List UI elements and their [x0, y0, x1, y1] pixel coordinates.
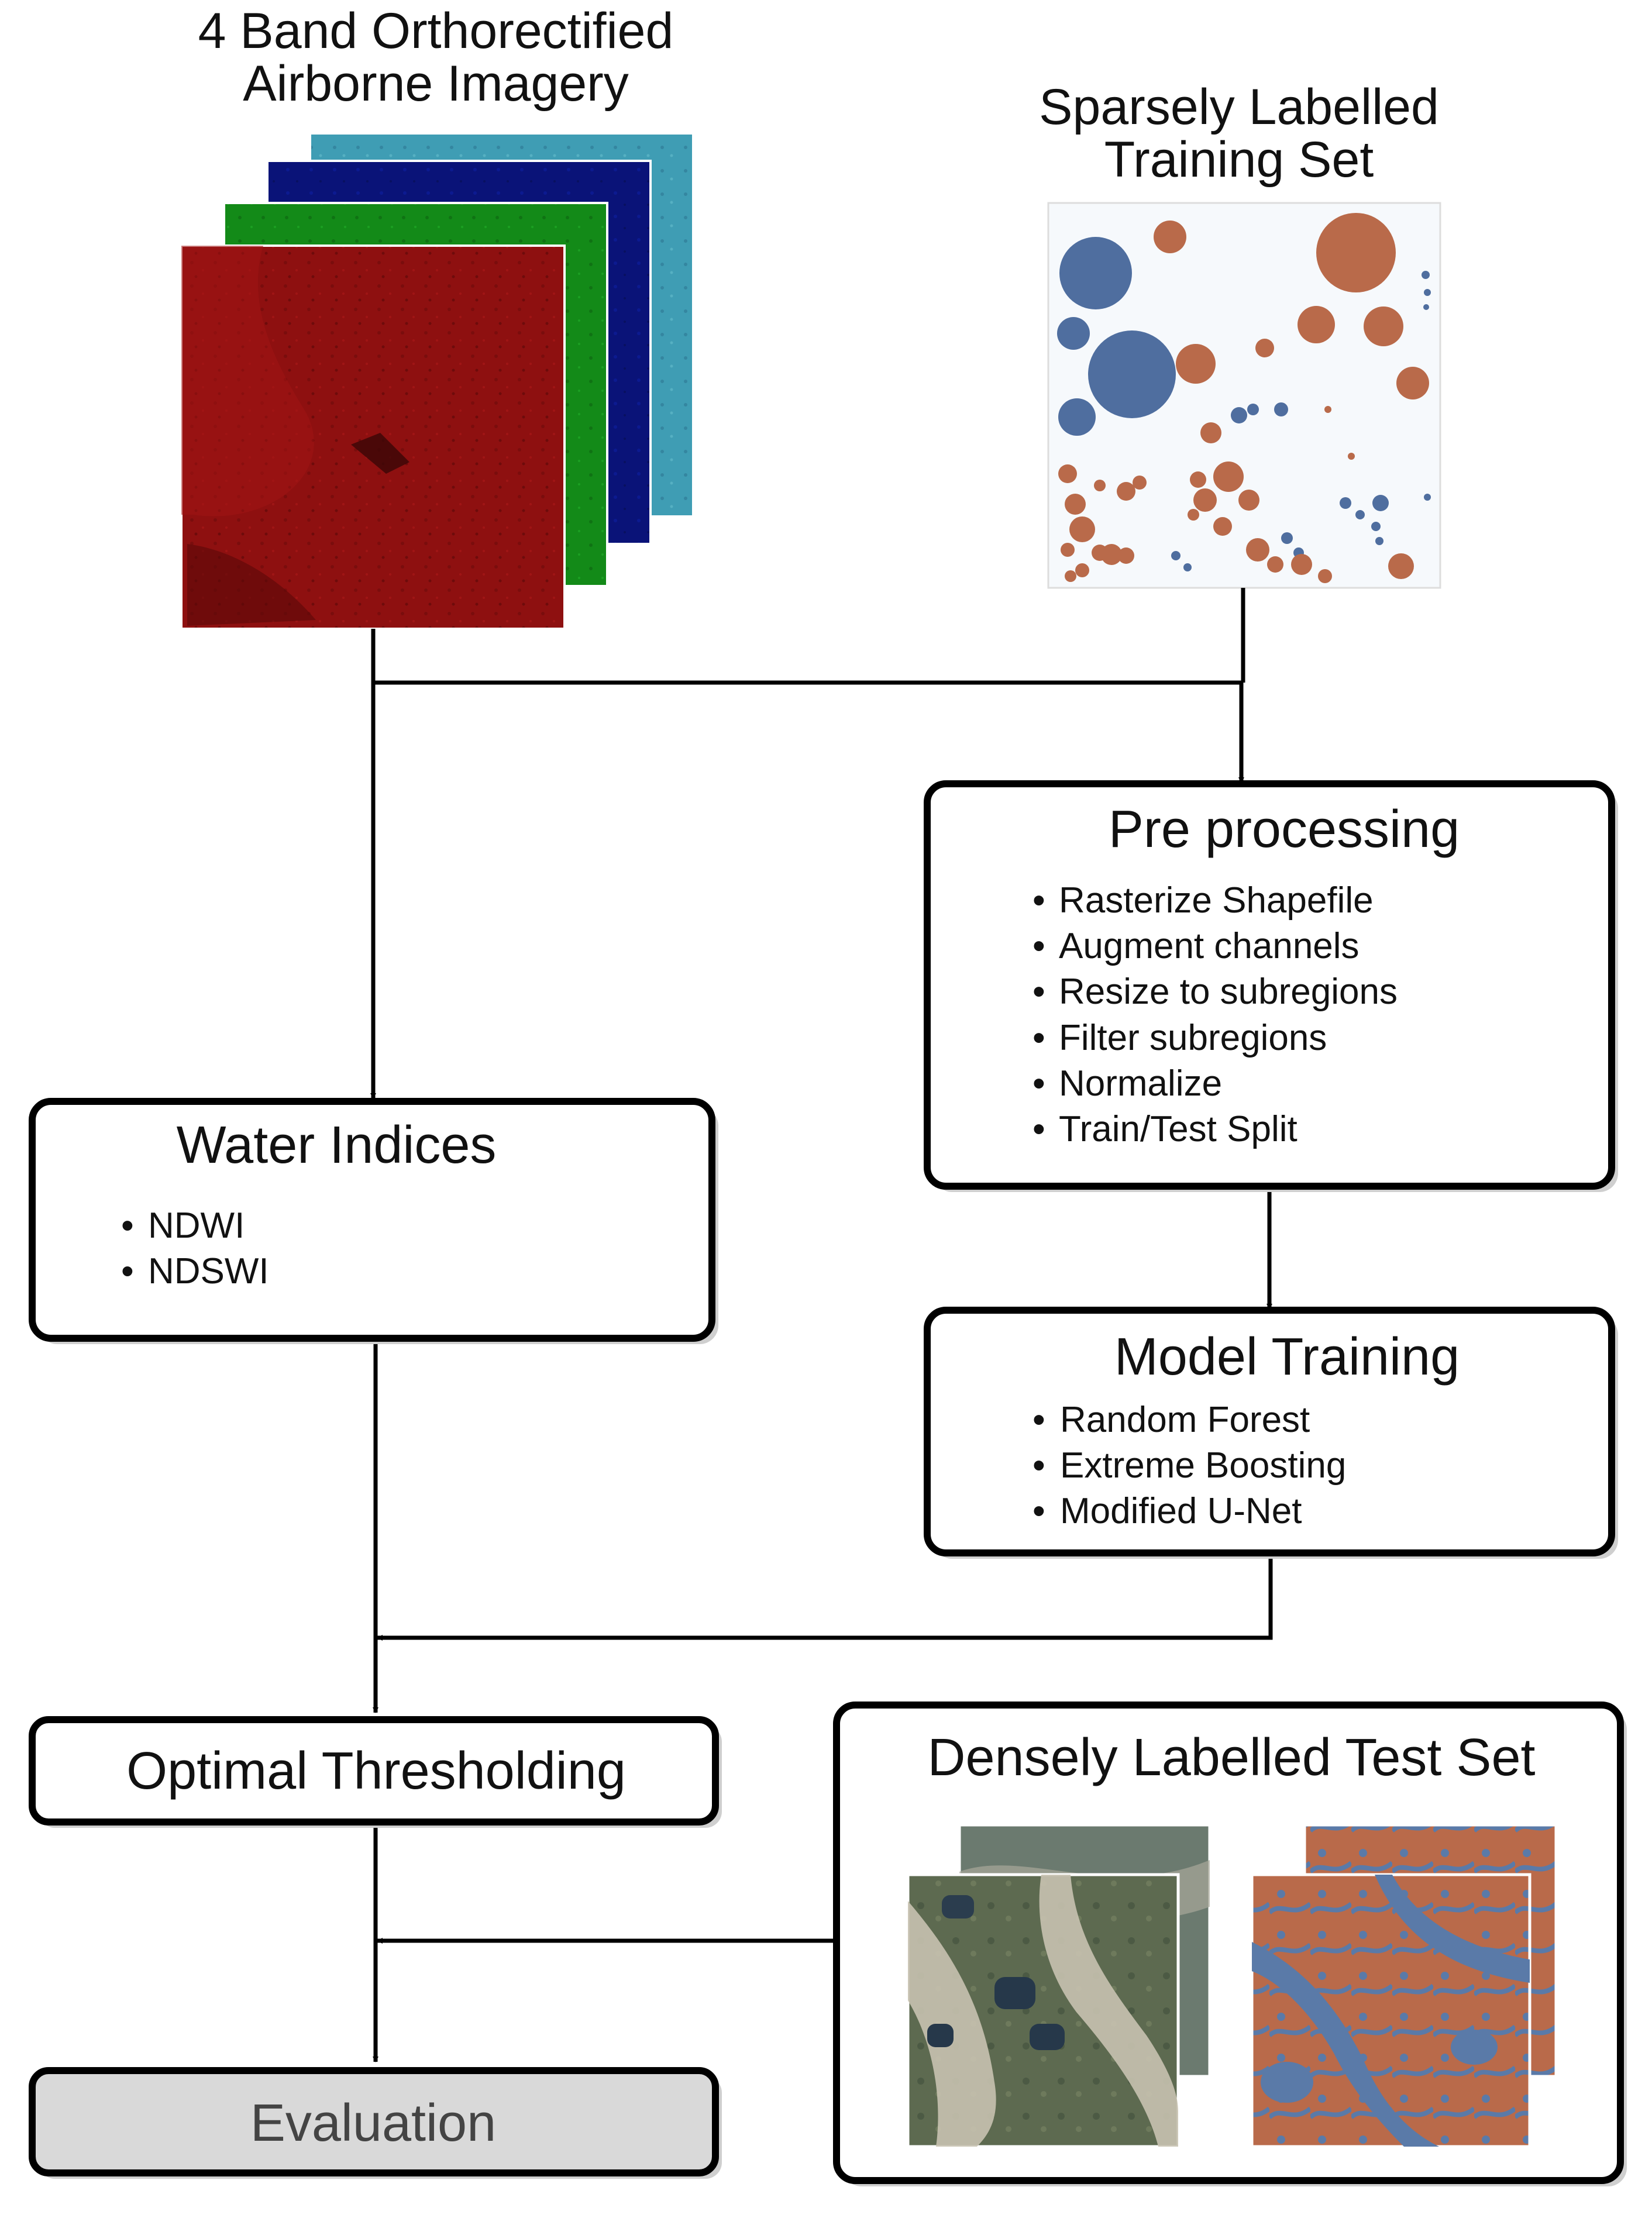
- training-set-title-line2: Training Set: [1104, 132, 1374, 188]
- evaluation-title: Evaluation: [250, 2094, 496, 2152]
- bullet-marker: •: [1032, 1063, 1045, 1104]
- model-training-box: Model Training • Random Forest • Extreme…: [924, 1307, 1618, 1559]
- bullet-marker: •: [1032, 1018, 1045, 1058]
- preprocessing-item: Normalize: [1059, 1063, 1222, 1104]
- bullet-marker: •: [1032, 880, 1045, 921]
- bullet-marker: •: [121, 1206, 134, 1246]
- evaluation-box: Evaluation: [29, 2067, 722, 2179]
- training-set-title-line1: Sparsely Labelled: [1039, 79, 1439, 135]
- training-set-map: [1047, 202, 1441, 589]
- label-image-stack: [1250, 1823, 1558, 2148]
- thresholding-title: Optimal Thresholding: [126, 1742, 626, 1800]
- test-set-box: Densely Labelled Test Set: [833, 1702, 1627, 2186]
- model-to-merge-line: [377, 1553, 1273, 1641]
- imagery-title-line1: 4 Band Orthorectified: [198, 3, 674, 59]
- water-indices-item: NDWI: [148, 1206, 245, 1246]
- preprocessing-item: Rasterize Shapefile: [1059, 880, 1374, 921]
- water-labels: [1057, 237, 1431, 571]
- bullet-marker: •: [1032, 1400, 1045, 1440]
- model-training-item: Modified U-Net: [1060, 1491, 1302, 1531]
- preprocessing-item: Resize to subregions: [1059, 972, 1398, 1012]
- water-indices-item: NDSWI: [148, 1251, 269, 1291]
- preprocessing-item: Train/Test Split: [1059, 1109, 1297, 1149]
- preprocessing-list: • Rasterize Shapefile • Augment channels…: [1032, 880, 1398, 1149]
- thresholding-box: Optimal Thresholding: [29, 1716, 722, 1828]
- water-indices-title: Water Indices: [177, 1116, 497, 1175]
- bullet-marker: •: [1032, 926, 1045, 966]
- bullet-marker: •: [1032, 972, 1045, 1012]
- bullet-marker: •: [1032, 1109, 1045, 1149]
- red-band-image: [180, 244, 566, 630]
- preprocessing-title: Pre processing: [1109, 800, 1460, 859]
- bullet-marker: •: [121, 1251, 134, 1291]
- model-training-title: Model Training: [1114, 1328, 1460, 1386]
- imagery-title-line2: Airborne Imagery: [243, 56, 629, 112]
- imagery-stack: 4 Band Orthorectified Airborne Imagery: [180, 3, 694, 630]
- bullet-marker: •: [1032, 1491, 1045, 1531]
- model-training-item: Random Forest: [1060, 1400, 1310, 1440]
- water-indices-box: Water Indices • NDWI • NDSWI: [29, 1098, 718, 1344]
- bullet-marker: •: [1032, 1445, 1045, 1486]
- land-labels: [1058, 213, 1429, 583]
- training-set: Sparsely Labelled Training Set: [1039, 79, 1441, 589]
- preprocessing-item: Augment channels: [1059, 926, 1360, 966]
- preprocessing-item: Filter subregions: [1059, 1018, 1327, 1058]
- model-training-item: Extreme Boosting: [1060, 1445, 1346, 1486]
- connectors: [370, 588, 1273, 2062]
- aerial-image-stack: [906, 1823, 1212, 2148]
- preprocessing-box: Pre processing • Rasterize Shapefile • A…: [924, 780, 1618, 1192]
- test-set-title: Densely Labelled Test Set: [928, 1728, 1536, 1787]
